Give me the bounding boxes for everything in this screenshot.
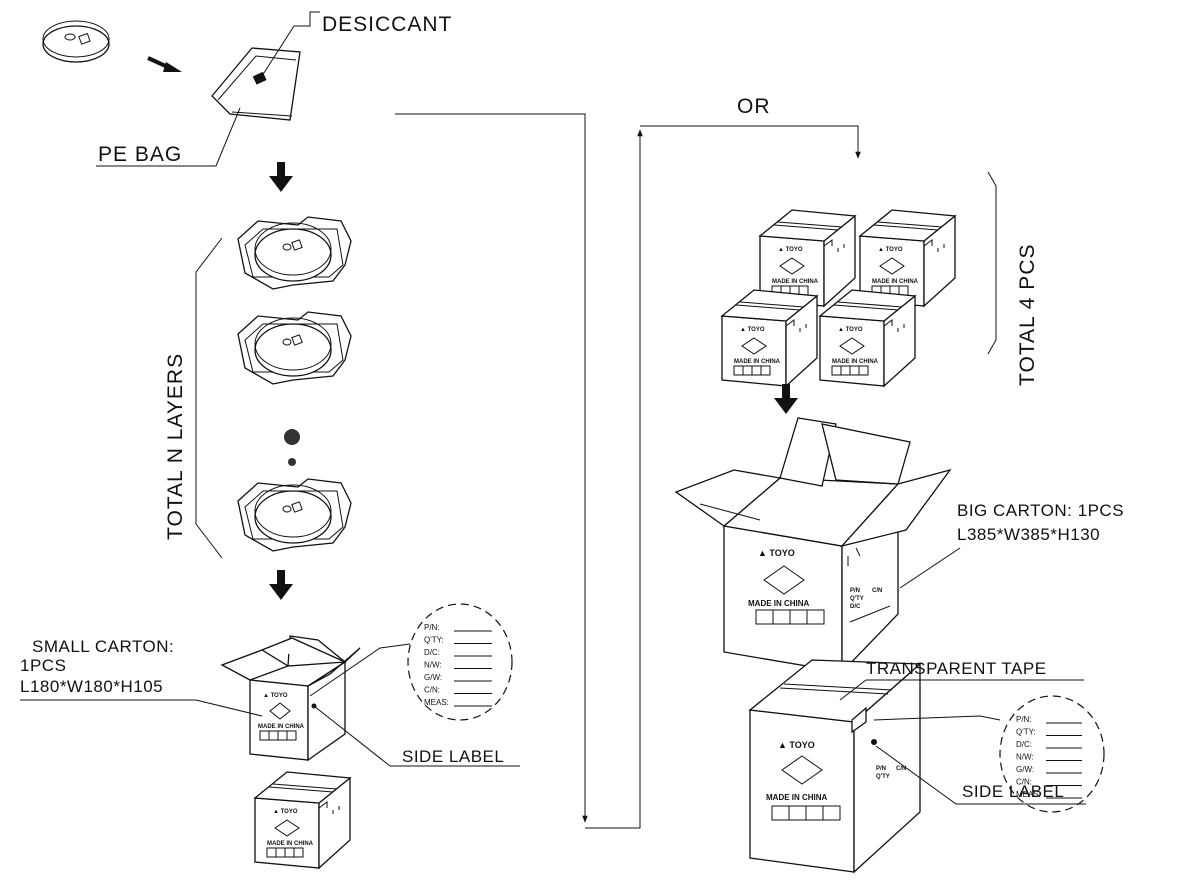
small-carton-closed — [254, 771, 351, 869]
reel-layer-n — [237, 478, 352, 552]
side-label-field: Q'TY: — [424, 636, 444, 645]
small-carton-title: SMALL CARTON: — [32, 637, 174, 656]
svg-text:▲ TOYO: ▲ TOYO — [263, 693, 288, 699]
layers-bracket — [195, 237, 223, 559]
desiccant-leader — [261, 11, 320, 77]
svg-text:P/N: P/N — [876, 766, 886, 772]
side-label-field: MEAS: — [424, 698, 449, 707]
svg-text:▲ TOYO: ▲ TOYO — [758, 548, 795, 558]
svg-text:MADE IN CHINA: MADE IN CHINA — [258, 724, 305, 730]
side-label-field: D/C: — [424, 648, 440, 657]
side-label-field: P/N: — [1016, 715, 1032, 724]
svg-text:P/N: P/N — [850, 588, 860, 594]
side-label-field: P/N: — [424, 623, 440, 632]
svg-text:C/N: C/N — [872, 588, 882, 594]
svg-text:Q'TY: Q'TY — [850, 596, 864, 602]
small-carton-leader — [20, 699, 263, 717]
side-label-field: G/W: — [424, 673, 442, 682]
side-label-callout-right — [873, 695, 1105, 813]
svg-text:▲ TOYO: ▲ TOYO — [778, 740, 815, 750]
svg-text:C/N: C/N — [896, 766, 906, 772]
or-route-line — [395, 113, 861, 829]
side-label-field: C/N: — [424, 686, 440, 695]
total-pcs-label: TOTAL 4 PCS — [1016, 244, 1039, 387]
total-layers-label: TOTAL N LAYERS — [164, 353, 187, 540]
svg-text:D/C: D/C — [850, 604, 861, 610]
side-label-field: D/C: — [1016, 740, 1032, 749]
desiccant-label: DESICCANT — [322, 13, 452, 36]
pe-bag-label: PE BAG — [98, 143, 182, 166]
tape-leader — [839, 679, 1084, 701]
pe-bag-leader — [96, 107, 241, 167]
side-label-left: SIDE LABEL — [402, 747, 504, 766]
side-label-field: Q'TY: — [1016, 728, 1036, 737]
reel-layer-1 — [237, 216, 352, 290]
reel-layer-2 — [237, 311, 352, 385]
arrow-icon — [147, 56, 182, 72]
small-carton-dims: L180*W180*H105 — [20, 677, 163, 696]
small-carton-open: ▲ TOYO MADE IN CHINA — [220, 635, 361, 762]
down-arrow-icon — [774, 384, 798, 414]
pe-bag-icon — [211, 47, 301, 121]
down-arrow-icon — [269, 162, 293, 192]
or-label: OR — [737, 95, 771, 118]
side-label-fields-left: P/N: Q'TY: D/C: N/W: G/W: C/N: MEAS: — [424, 623, 492, 707]
carton-group-4 — [721, 209, 956, 387]
svg-text:MADE IN CHINA: MADE IN CHINA — [766, 793, 828, 802]
side-label-field: N/W: — [424, 661, 442, 670]
side-label-field: C/N: — [1016, 778, 1032, 787]
ellipsis-dots — [284, 429, 300, 466]
pcs-bracket — [987, 171, 997, 355]
side-label-right: SIDE LABEL — [962, 782, 1064, 801]
svg-text:Q'TY: Q'TY — [876, 774, 890, 780]
side-label-field: MEAS: — [1016, 790, 1041, 799]
side-label-field: N/W: — [1016, 753, 1034, 762]
big-carton-closed: ▲ TOYO MADE IN CHINA P/N Q'TY C/N — [748, 659, 922, 874]
side-label-fields-right: P/N: Q'TY: D/C: N/W: G/W: C/N: MEAS: — [1016, 715, 1082, 799]
reel-top-icon — [42, 20, 110, 63]
big-carton-title: BIG CARTON: 1PCS — [957, 501, 1124, 520]
transparent-tape-label: TRANSPARENT TAPE — [866, 659, 1047, 678]
side-label-callout-left — [309, 603, 520, 767]
big-carton-open: ▲ TOYO MADE IN CHINA P/N Q'TY D/C C/N — [674, 417, 952, 674]
svg-text:MADE IN CHINA: MADE IN CHINA — [748, 599, 810, 608]
big-carton-dims: L385*W385*H130 — [957, 525, 1100, 544]
down-arrow-icon — [269, 570, 293, 600]
side-label-field: G/W: — [1016, 765, 1034, 774]
small-carton-qty: 1PCS — [20, 656, 66, 675]
big-carton-leader — [899, 547, 961, 589]
